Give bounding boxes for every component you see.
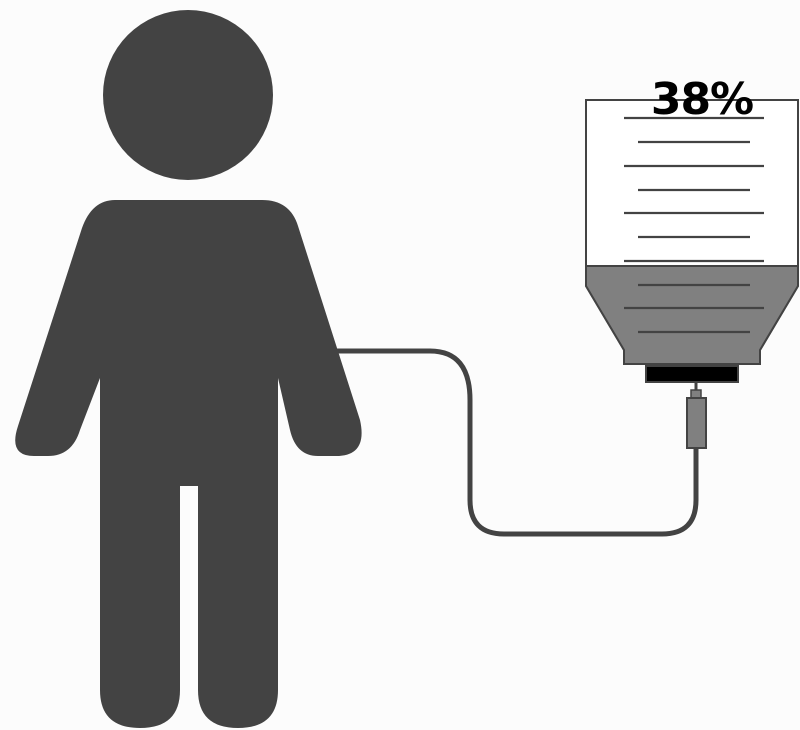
person-icon: [15, 10, 361, 728]
fluid-level-label: 38%: [640, 74, 764, 126]
person-head: [103, 10, 273, 180]
person-body: [15, 200, 361, 728]
iv-tube: [332, 351, 696, 534]
iv-bag-icon: [586, 100, 798, 382]
drip-chamber-icon: [687, 382, 706, 448]
iv-bag-fluid: [586, 266, 798, 364]
iv-bag-port: [646, 366, 738, 382]
